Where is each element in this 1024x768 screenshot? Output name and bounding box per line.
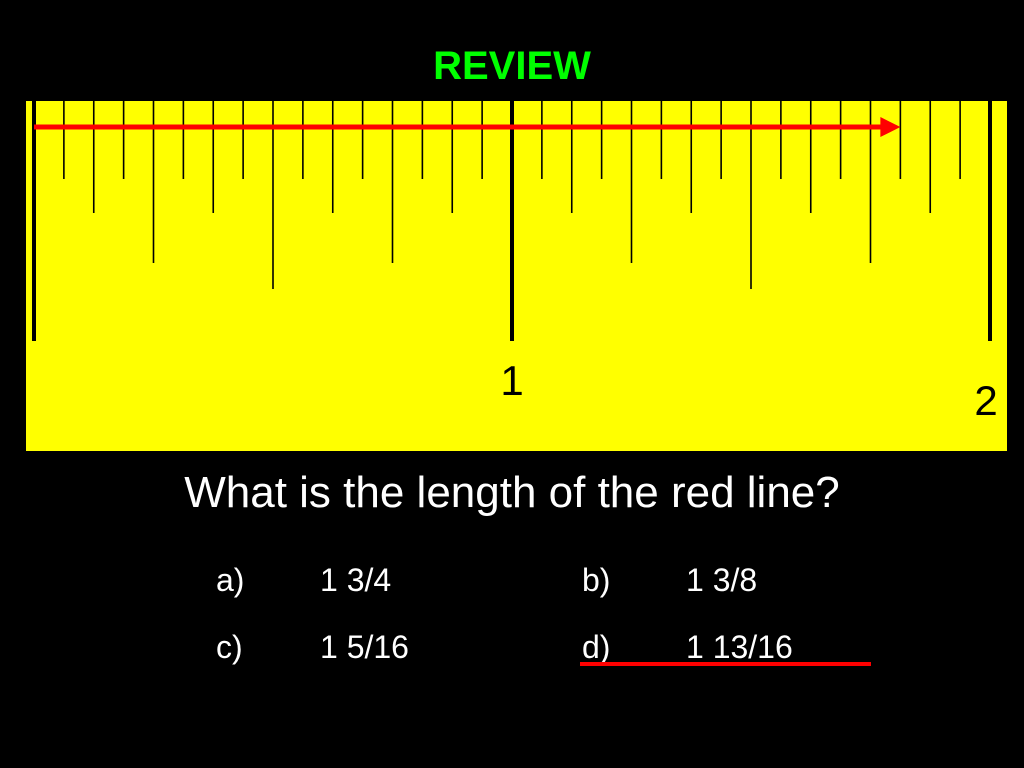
ruler-label-1: 1 [500,357,523,404]
ruler-label-2: 2 [974,377,997,424]
choice-b[interactable]: b) 1 3/8 [582,560,842,600]
choice-value: 1 5/16 [320,629,409,665]
question-text: What is the length of the red line? [184,468,840,517]
ruler: 1 2 [26,101,1007,451]
choice-letter: b) [582,562,611,598]
slide-title: REVIEW [433,44,591,88]
answer-underline [580,662,871,666]
choice-value: 1 3/4 [320,562,392,598]
choice-value: 1 13/16 [686,629,793,665]
ruler-ticks [32,101,992,341]
choice-c[interactable]: c) 1 5/16 [216,627,476,667]
choice-value: 1 3/8 [686,562,758,598]
choice-d[interactable]: d) 1 13/16 [582,627,872,667]
choice-letter: d) [582,629,611,665]
choice-letter: c) [216,629,243,665]
red-arrowhead [880,117,901,137]
ruler-body [26,101,1007,451]
choice-a[interactable]: a) 1 3/4 [216,560,476,600]
choice-letter: a) [216,562,245,598]
